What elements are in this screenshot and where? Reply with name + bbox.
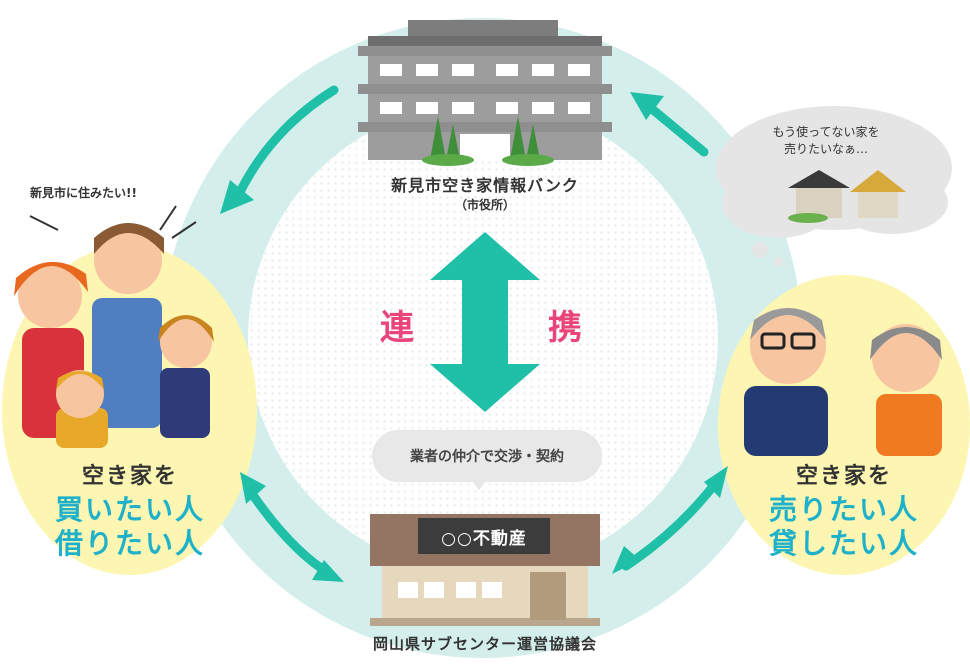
link-label-right: 携 [548, 308, 582, 348]
arrowhead-sellers [704, 466, 728, 498]
arrow-bank-to-buyers [233, 85, 339, 201]
broker-bubble: 業者の仲介で交渉・契約 [372, 430, 602, 482]
link-label-left: 連 [380, 308, 414, 348]
arrowhead-bank [630, 92, 664, 120]
sellers-heading: 空き家を [795, 464, 892, 489]
arrowhead-buyers-top [240, 472, 266, 504]
houses-icon [788, 170, 906, 223]
arrow-buyers-realestate [243, 483, 335, 579]
buyers-rent: 借りたい人 [54, 527, 205, 560]
arrowhead-realestate-right [612, 546, 640, 574]
subcenter-label: 岡山県サブセンター運営協議会 [372, 635, 597, 653]
bubble-tail [470, 478, 488, 490]
arrow-sellers-to-bank [641, 99, 709, 157]
buyers-family-illustration [14, 205, 214, 448]
arrow-sellers-realestate [621, 475, 723, 571]
thought-cloud [716, 106, 952, 267]
arrowhead-buyers [220, 180, 254, 214]
realestate-sign: ○○不動産 [418, 518, 550, 554]
family-speech: 新見市に住みたい!! [30, 186, 137, 200]
sellers-couple-illustration [744, 308, 942, 456]
sellers-lease: 貸したい人 [768, 527, 919, 560]
thought-line-2: 売りたいなぁ… [783, 142, 868, 156]
thought-text: もう使ってない家を 売りたいなぁ… [736, 124, 916, 158]
bank-subtitle: （市役所） [454, 198, 515, 212]
bank-title: 新見市空き家情報バンク [391, 176, 579, 195]
thought-line-1: もう使ってない家を [772, 125, 880, 139]
buyers-heading: 空き家を [81, 464, 178, 489]
arrowhead-realestate-left [312, 560, 344, 582]
sellers-sell: 売りたい人 [768, 493, 919, 526]
double-arrow-icon [430, 232, 540, 412]
city-hall-building-icon [358, 20, 612, 166]
realestate-office-icon [370, 514, 600, 626]
buyers-buy: 買いたい人 [54, 493, 205, 526]
